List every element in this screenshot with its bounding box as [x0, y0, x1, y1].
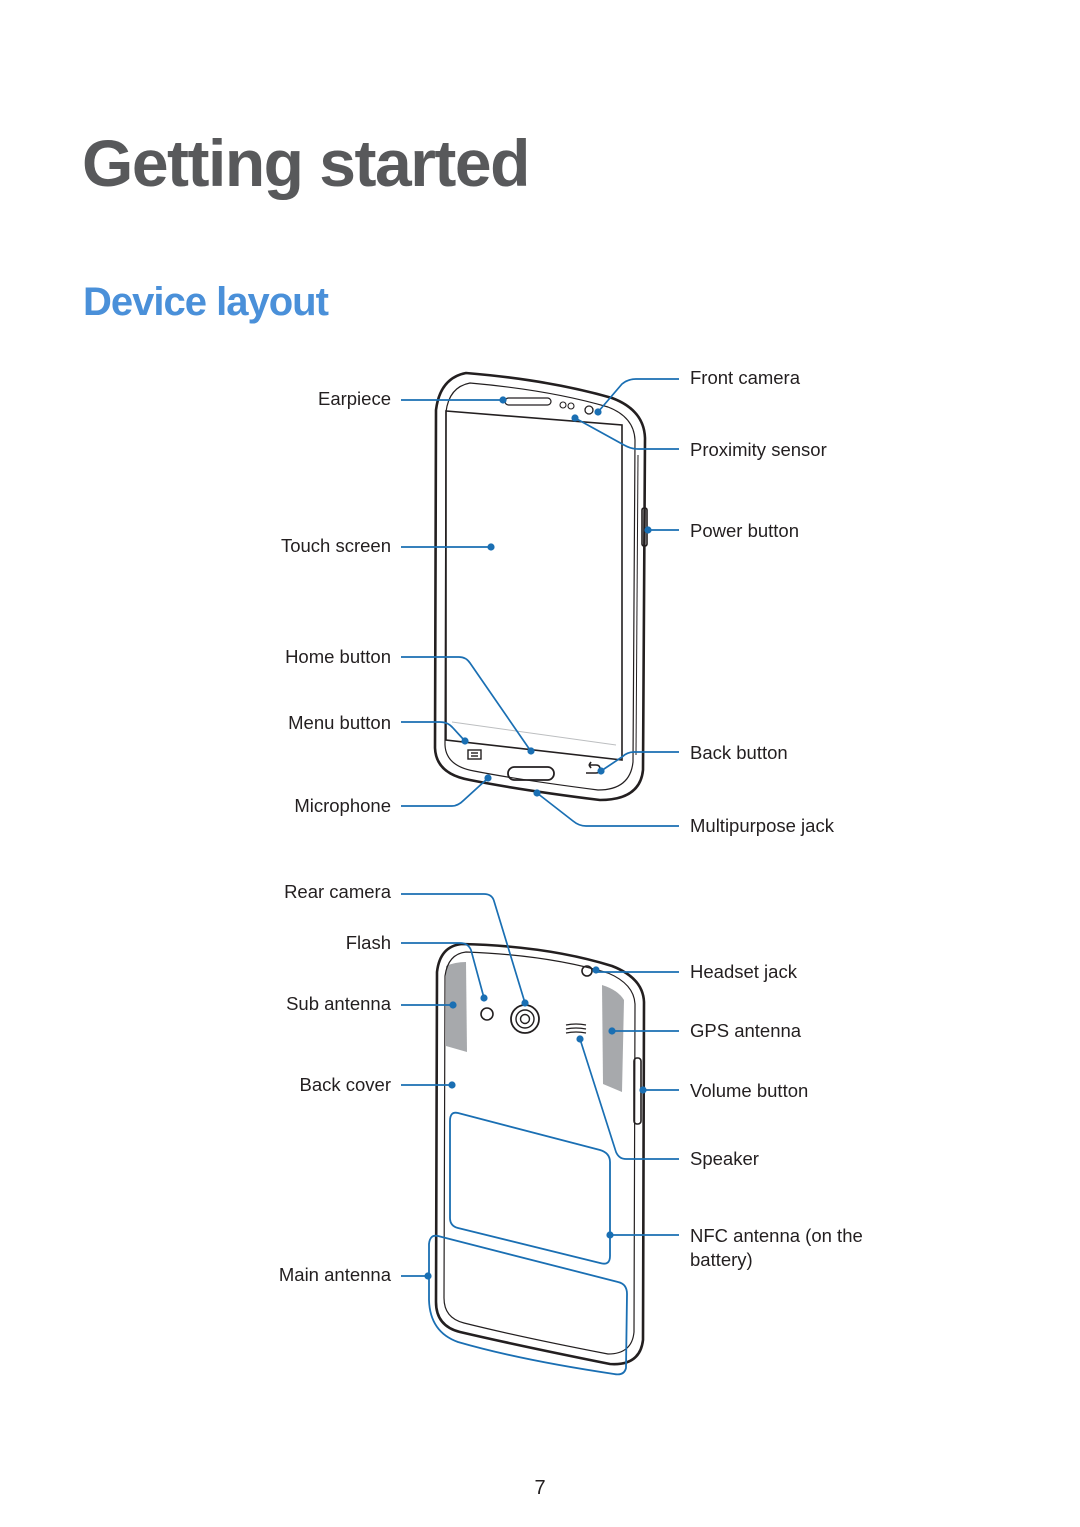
rear-camera-lens [519, 1013, 531, 1025]
callout-flash [401, 942, 485, 999]
dot-back-button [597, 767, 605, 775]
dot-flash [480, 994, 488, 1002]
chapter-title: Getting started [82, 126, 530, 200]
dot-earpiece [499, 396, 507, 404]
earpiece-grille [504, 397, 552, 406]
dot-gps-antenna [608, 1027, 616, 1035]
phone-rear-inner-rim [443, 951, 636, 1355]
phone-front-illustration [433, 371, 648, 802]
speaker-grille [565, 1023, 587, 1034]
dot-front-camera [594, 408, 602, 416]
screen-reflection [451, 721, 617, 746]
dot-touch-screen [487, 543, 495, 551]
dot-proximity-sensor [571, 414, 579, 422]
dot-volume-button [639, 1086, 647, 1094]
label-nfc-antenna: NFC antenna (on the battery) [690, 1225, 863, 1270]
callout-back-button [600, 751, 679, 772]
rear-callout-dots [424, 966, 647, 1280]
rear-antenna-outlines [428, 1111, 628, 1376]
dot-power-button [644, 526, 652, 534]
phone-rear-illustration [434, 942, 646, 1366]
nfc-antenna-outline [449, 1111, 611, 1265]
label-proximity-sensor: Proximity sensor [690, 439, 827, 460]
label-menu-button: Menu button [288, 712, 391, 733]
dot-rear-camera [521, 999, 529, 1007]
dot-main-antenna [424, 1272, 432, 1280]
dot-headset-jack [592, 966, 600, 974]
label-speaker: Speaker [690, 1148, 759, 1169]
dot-multipurpose-jack [533, 789, 541, 797]
label-earpiece: Earpiece [317, 388, 391, 409]
callout-home-button [401, 656, 531, 751]
callout-front-camera [597, 378, 679, 413]
label-sub-antenna: Sub antenna [286, 993, 391, 1014]
label-volume-button: Volume button [690, 1080, 809, 1101]
page-number: 7 [534, 1477, 546, 1499]
side-edge-line [635, 454, 639, 756]
dot-microphone [484, 774, 492, 782]
front-camera-lens [584, 405, 594, 415]
proximity-sensor-dot-1 [559, 401, 567, 409]
sub-antenna-area [446, 962, 467, 1052]
label-main-antenna: Main antenna [278, 1264, 391, 1285]
callout-microphone [401, 778, 488, 807]
label-gps-antenna: GPS antenna [690, 1020, 802, 1041]
label-power-button: Power button [690, 520, 800, 541]
callout-multipurpose-jack [536, 792, 679, 827]
rear-callout-lines [401, 893, 679, 1277]
gps-antenna-area [602, 985, 624, 1092]
rear-camera-middle-ring [515, 1009, 535, 1029]
callout-speaker [579, 1038, 679, 1160]
label-headset-jack: Headset jack [690, 961, 797, 982]
headset-jack-shape [581, 965, 593, 977]
phone-front-body [433, 371, 647, 802]
dot-back-cover [448, 1081, 456, 1089]
dot-menu-button [461, 737, 469, 745]
section-title: Device layout [83, 280, 329, 324]
callout-proximity-sensor [574, 417, 679, 450]
label-back-button: Back button [690, 742, 788, 763]
label-rear-camera: Rear camera [284, 881, 391, 902]
label-back-cover: Back cover [299, 1074, 391, 1095]
callout-menu-button [401, 721, 465, 741]
rear-camera-outer-ring [510, 1004, 540, 1034]
touch-screen-outline [445, 410, 623, 761]
flash-shape [480, 1007, 494, 1021]
label-front-camera: Front camera [690, 367, 801, 388]
dot-speaker [576, 1035, 584, 1043]
menu-key-icon [467, 749, 482, 760]
label-multipurpose-jack: Multipurpose jack [690, 815, 834, 836]
phone-rear-body [434, 942, 646, 1366]
home-button-shape [507, 766, 555, 781]
dot-sub-antenna [449, 1001, 457, 1009]
front-callout-dots [461, 396, 652, 797]
label-flash: Flash [345, 932, 391, 953]
label-touch-screen: Touch screen [280, 535, 391, 556]
dot-nfc-antenna [606, 1231, 614, 1239]
proximity-sensor-dot-2 [567, 402, 575, 410]
front-callout-lines [401, 378, 679, 827]
label-home-button: Home button [285, 646, 391, 667]
callout-rear-camera [401, 893, 526, 1004]
dot-home-button [527, 747, 535, 755]
label-microphone: Microphone [294, 795, 391, 816]
main-antenna-outline [428, 1234, 628, 1376]
phone-front-inner-rim [444, 382, 636, 791]
